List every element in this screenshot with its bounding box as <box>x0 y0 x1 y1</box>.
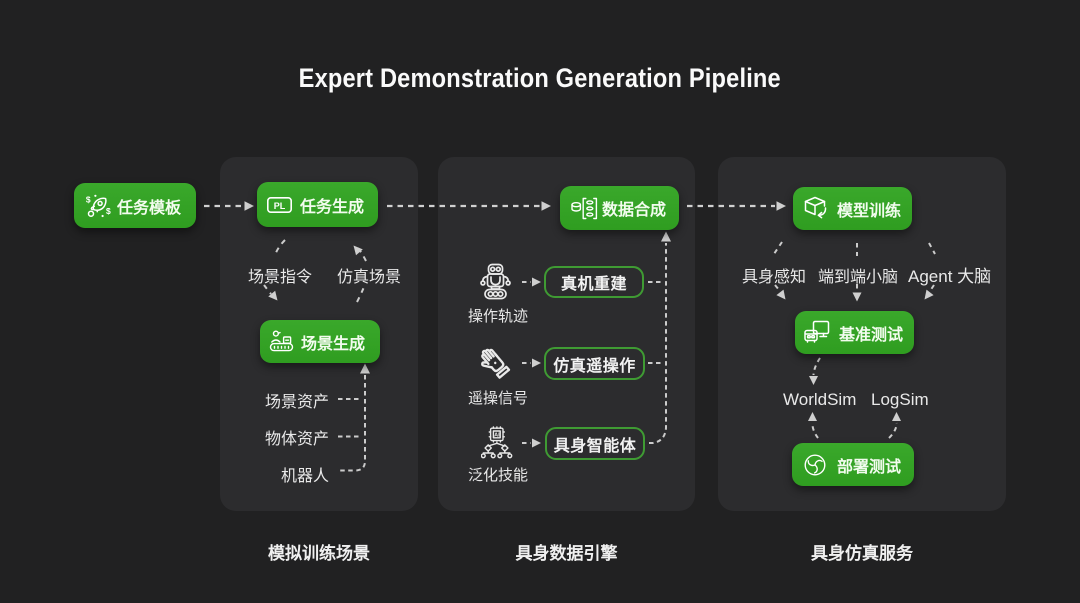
svg-text:AI: AI <box>494 433 500 439</box>
svg-text:$: $ <box>86 195 91 205</box>
svg-text:$: $ <box>106 206 111 216</box>
svg-text:PL: PL <box>274 201 286 211</box>
